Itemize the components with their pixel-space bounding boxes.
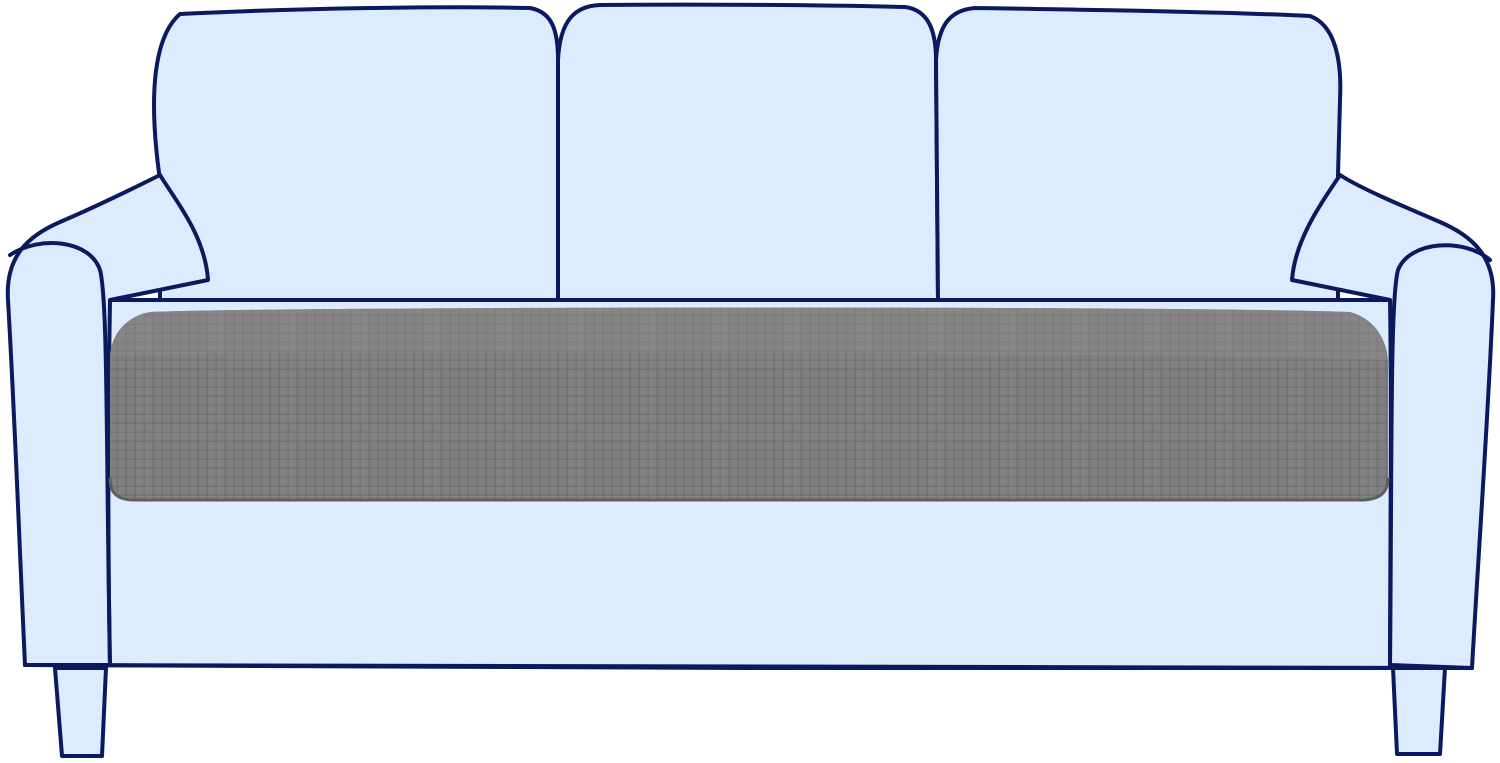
back-cushion-middle bbox=[556, 2, 940, 302]
seat-base-line bbox=[23, 663, 1474, 670]
left-leg bbox=[53, 666, 108, 758]
left-arm-roll bbox=[8, 241, 112, 667]
back-cushion-left bbox=[152, 5, 560, 302]
back-cushion-right bbox=[934, 6, 1343, 302]
right-leg bbox=[1391, 666, 1447, 756]
seat-cushion-cover bbox=[108, 307, 1390, 502]
right-arm-roll bbox=[1388, 243, 1492, 667]
